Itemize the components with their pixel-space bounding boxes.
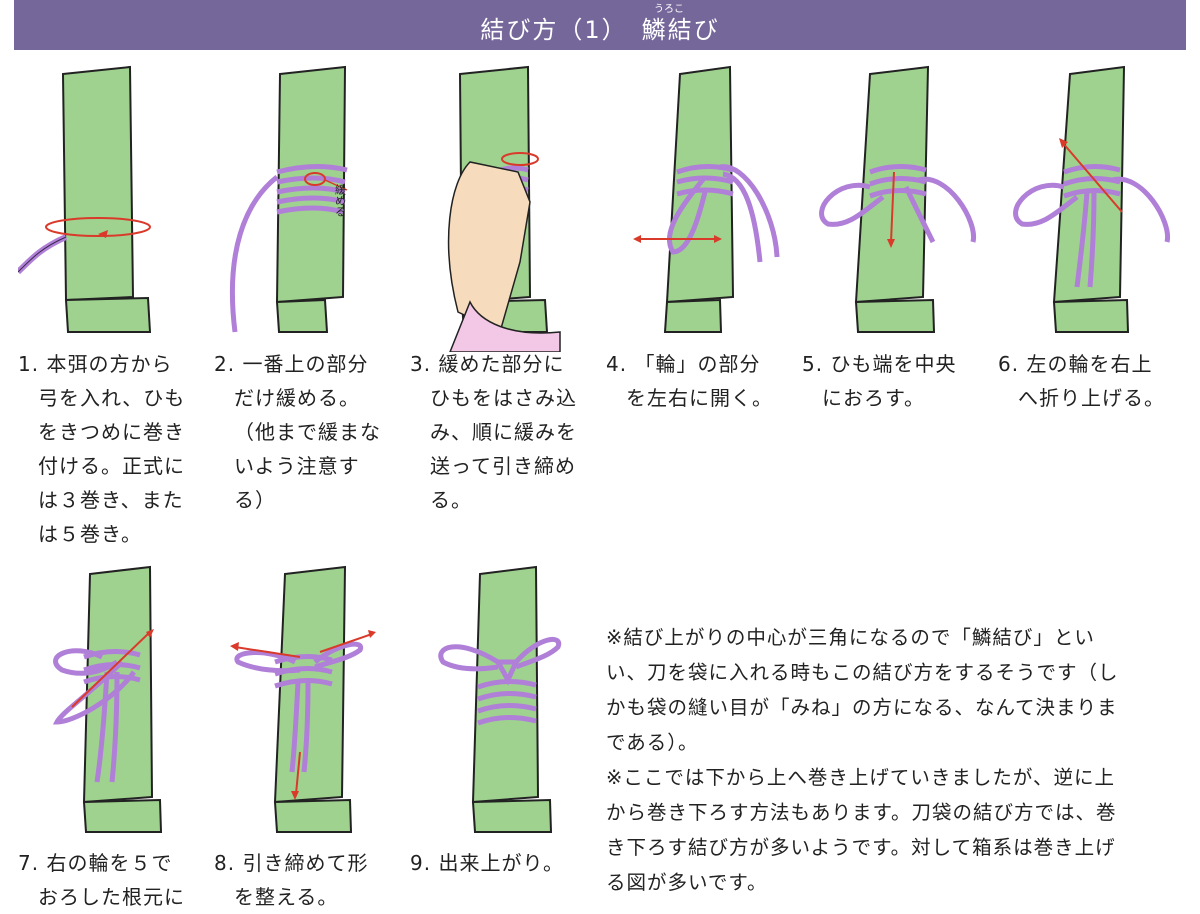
step-9-illustration: [438, 565, 562, 833]
step-3-text: 3. 緩めた部分に ひもをはさみ込 み、順に緩みを 送って引き締め る。: [410, 352, 577, 512]
step-1-text: 1. 本弭の方から 弓を入れ、ひも をきつめに巻き 付ける。正式に は３巻き、ま…: [18, 352, 186, 546]
step-8-illustration: [230, 565, 376, 833]
step-2-text: 2. 一番上の部分 だけ緩める。 （他まで緩まな いよう注意す る）: [214, 352, 381, 512]
step-6-illustration: [1013, 65, 1171, 333]
step-7-text: 7. 右の輪を５で おろした根元に: [18, 851, 185, 909]
notes-paragraph: ※結び上がりの中心が三角になるので「鱗結び」とい い、刀を袋に入れる時もこの結び…: [606, 626, 1119, 894]
step-2-illustration: 緩める: [229, 65, 348, 333]
step-9-text: 9. 出来上がり。: [410, 851, 565, 875]
step-4-illustration: [633, 65, 780, 333]
step-5-illustration: [819, 65, 977, 333]
loosen-annotation: 緩める: [334, 184, 347, 217]
step-1-illustration: [18, 65, 152, 333]
step-8-text: 8. 引き締めて形 を整える。: [214, 851, 369, 909]
title-ruby: うろこ: [654, 4, 684, 15]
step-5-text: 5. ひも端を中央 におろす。: [802, 352, 957, 410]
page-title: 結び方（1） 鱗結び: [480, 16, 720, 44]
step-4-text: 4. 「輪」の部分 を左右に開く。: [606, 352, 773, 410]
step-7-illustration: [52, 565, 163, 833]
header-bar: 結び方（1） 鱗結び うろこ: [14, 0, 1186, 50]
step-3-illustration: [447, 65, 561, 352]
step-6-text: 6. 左の輪を右上 へ折り上げる。: [998, 352, 1165, 410]
